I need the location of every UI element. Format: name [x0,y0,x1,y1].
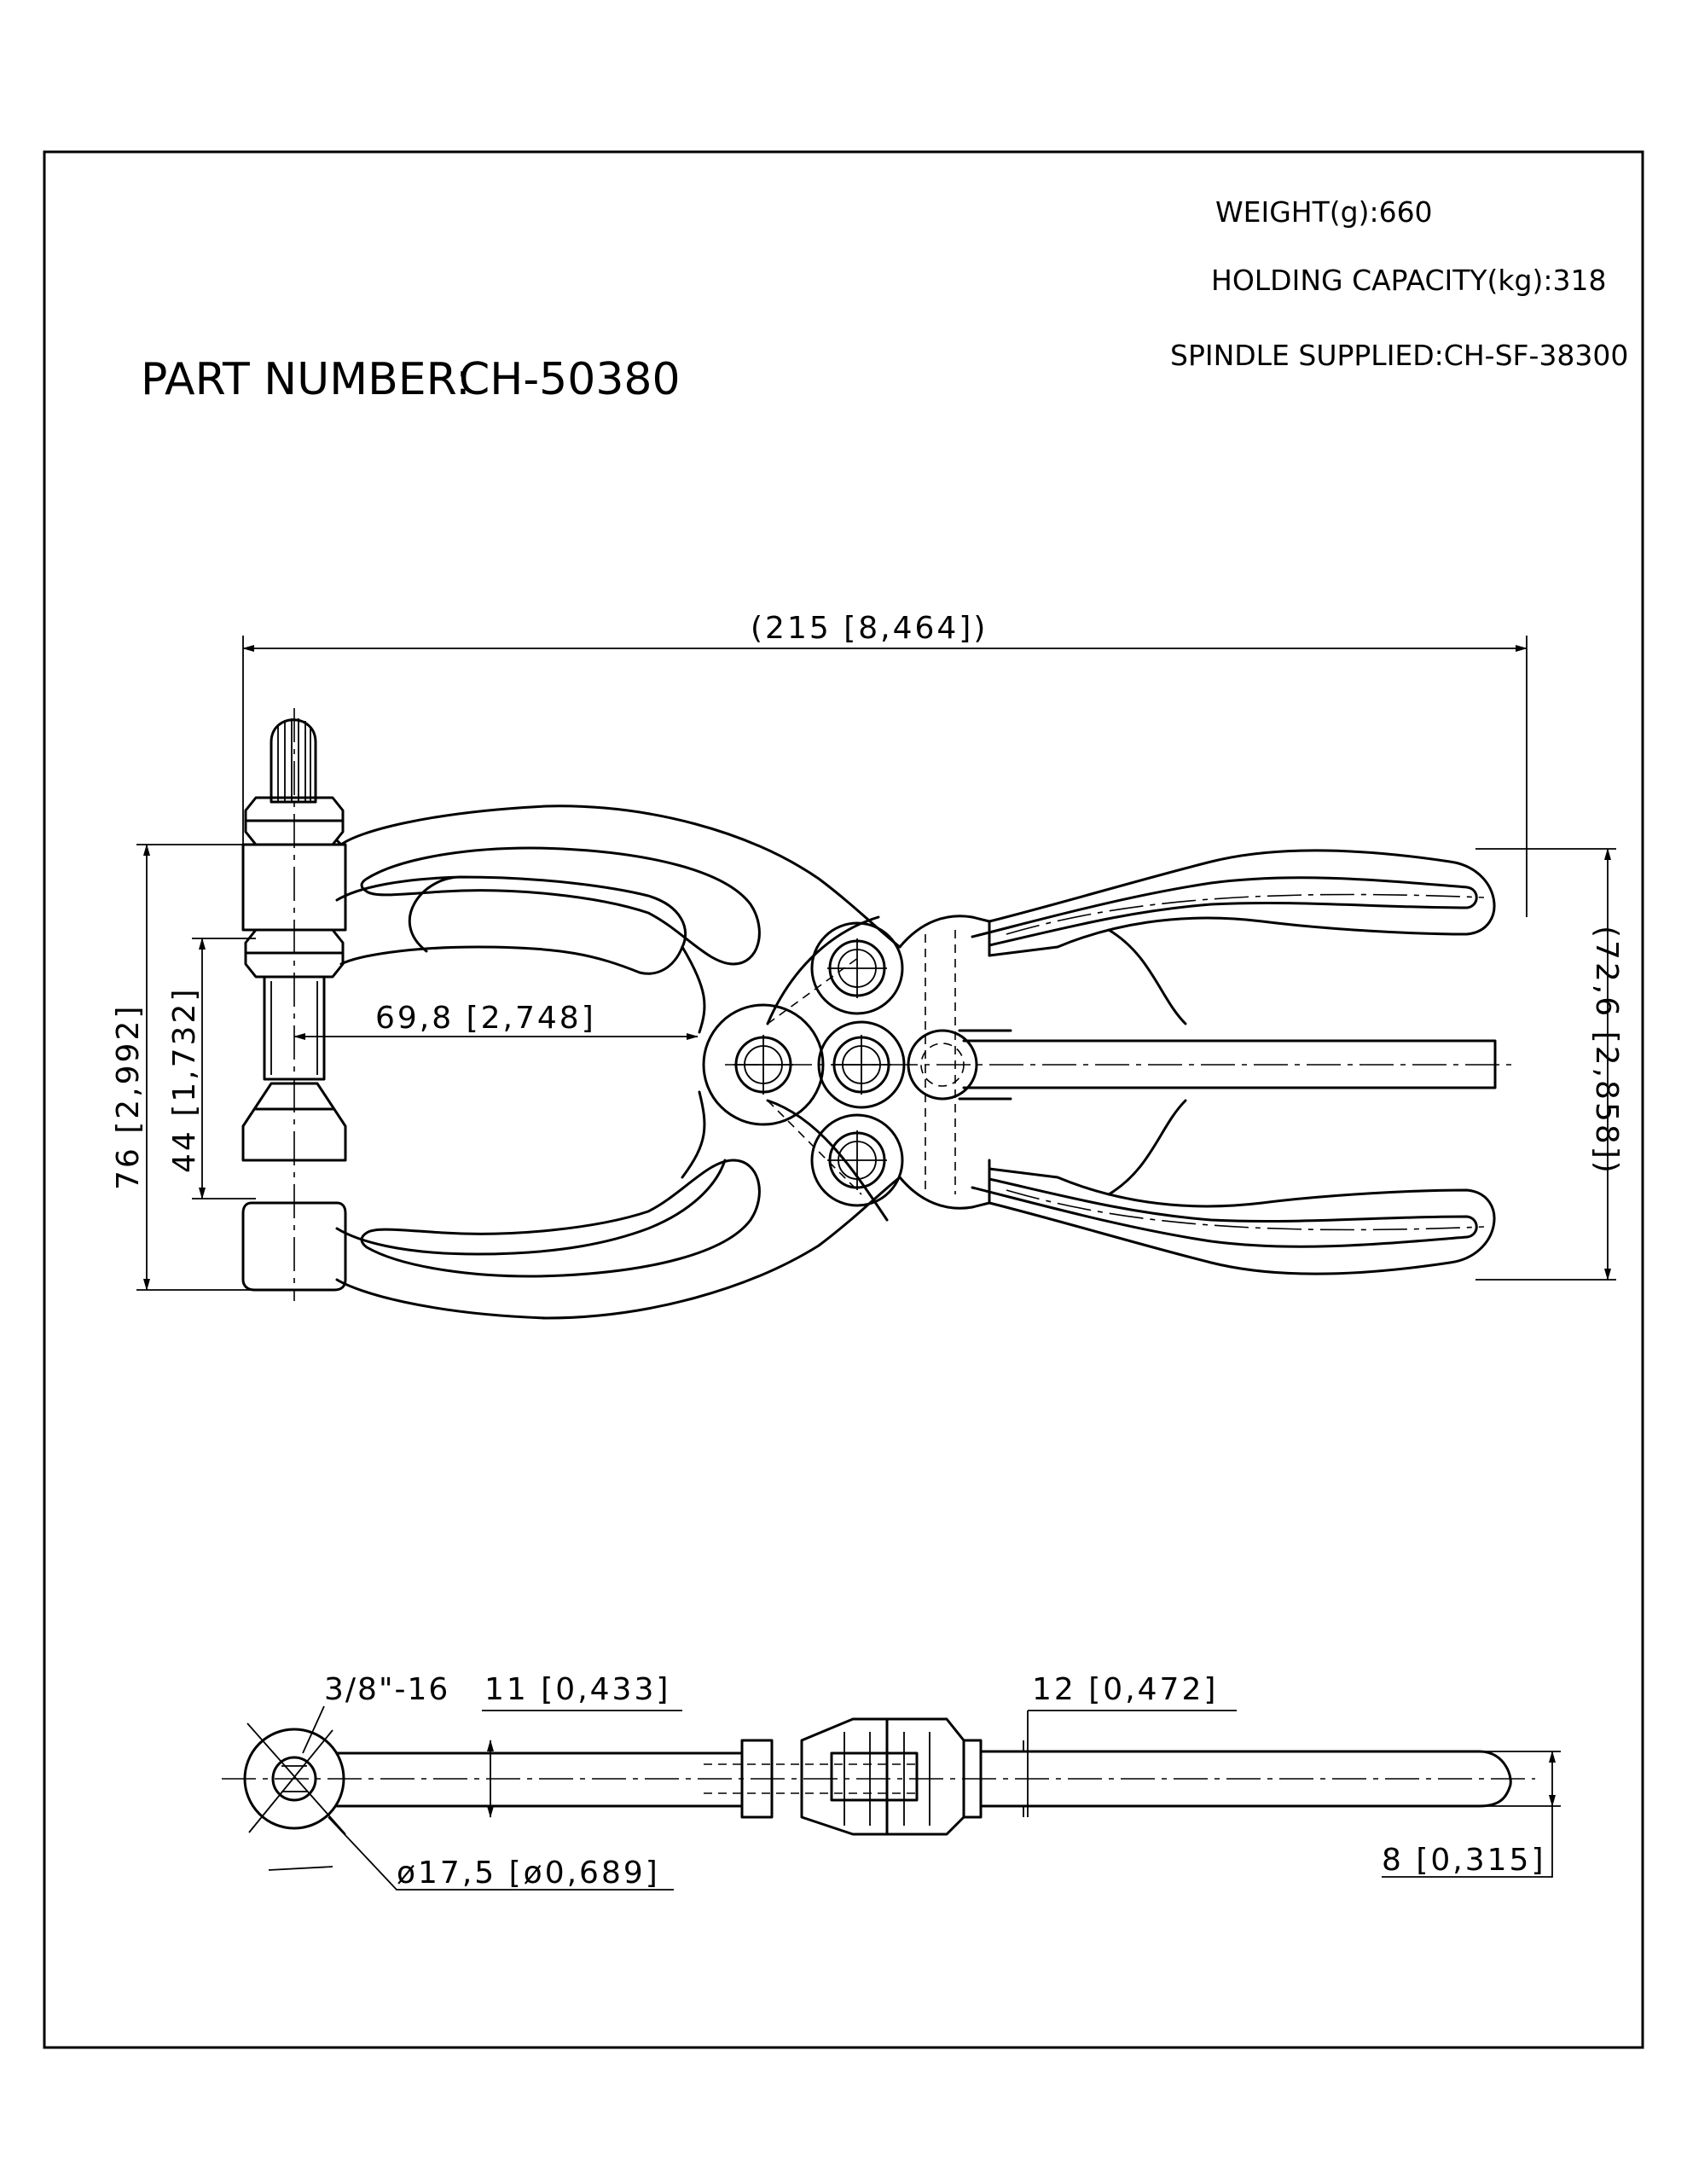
dim-handle-spread: (72,6 [2,858]) [1589,926,1624,1176]
part-number-label: PART NUMBER: [141,354,471,405]
lower-handle-slot [971,1177,1478,1248]
pivot-body [766,915,991,1222]
side-arm [335,1751,744,1808]
clamp-side-view: 3/8"-16 11 [0,433] 12 [0,472] 8 [0,315] … [222,1672,1561,1891]
jaw-throat [681,945,706,1179]
lower-jaw-pad [241,1201,347,1292]
lower-jaw-arm [335,1159,901,1320]
weight-spec: WEIGHT(g):660 [1215,195,1433,229]
lower-pivot-outer [810,1113,904,1207]
upper-handle-slot [971,876,1478,947]
drawing-border [43,150,1644,2049]
dim-spindle-opening: 44 [1,732] [167,987,202,1173]
dim-arm-thickness: 11 [0,433] [484,1672,670,1707]
holding-capacity-spec: HOLDING CAPACITY(kg):318 [1211,264,1606,297]
lower-arm-slot [360,1159,761,1278]
dim-overall-height: 76 [2,992] [111,1004,146,1190]
spindle-spec: SPINDLE SUPPLIED:CH-SF-38300 [1170,339,1628,372]
upper-arm-slot [360,846,761,966]
upper-pivot-outer [810,921,904,1015]
part-number: CH-50380 [459,354,681,405]
clamp-top-view: (215 [8,464]) 76 [2,992] 44 [1,732] 69,8… [111,611,1624,1320]
dim-throat-depth: 69,8 [2,748] [375,1001,596,1036]
dim-handle-thickness: 12 [0,472] [1032,1672,1218,1707]
side-handle [979,1750,1512,1808]
spindle-assembly [241,708,347,1301]
lower-handle [988,1099,1496,1275]
dim-eye-diameter: ø17,5 [ø0,689] [397,1856,660,1891]
dim-thread: 3/8"-16 [324,1672,449,1707]
dim-handle-width: 8 [0,315] [1382,1843,1546,1878]
dim-overall-length: (215 [8,464]) [751,611,988,646]
upper-handle [988,849,1496,1025]
